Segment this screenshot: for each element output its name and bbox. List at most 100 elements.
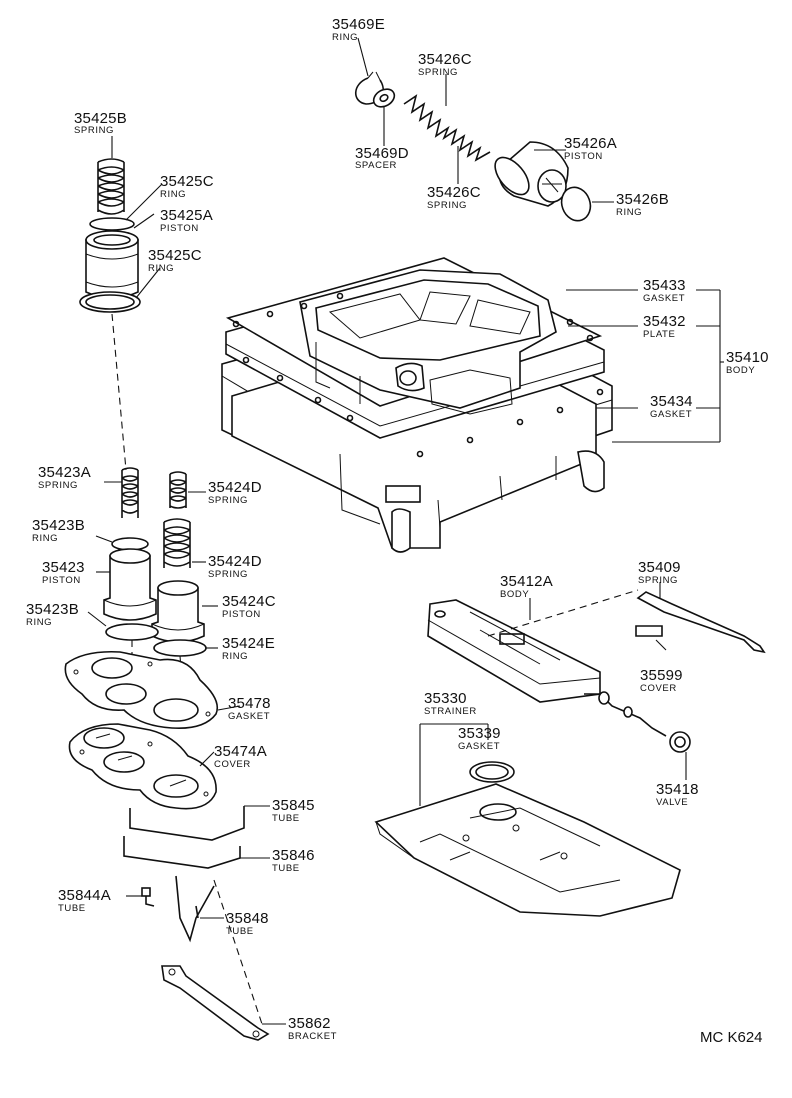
ring-35425C-upper bbox=[89, 217, 135, 231]
cover-35474A bbox=[68, 723, 217, 810]
spring-35425B bbox=[97, 158, 125, 215]
piston-35425A bbox=[85, 230, 139, 299]
spring-35423A bbox=[121, 467, 139, 518]
callout-35418-number: 35418 bbox=[656, 781, 699, 798]
cover-35599 bbox=[635, 625, 663, 637]
callout-35425C-name: RING bbox=[148, 263, 174, 274]
callout-35426C-name: SPRING bbox=[427, 200, 467, 211]
callout-35426B-name: RING bbox=[616, 207, 642, 218]
bracket-35862 bbox=[161, 965, 270, 1041]
callout-35423-number: 35423 bbox=[42, 559, 85, 576]
callout-35418-name: VALVE bbox=[656, 797, 688, 808]
callout-35862-name: BRACKET bbox=[288, 1031, 337, 1042]
callout-35846-name: TUBE bbox=[272, 863, 300, 874]
callout-35425A-name: PISTON bbox=[160, 223, 199, 234]
callout-35423-name: PISTON bbox=[42, 575, 81, 586]
callout-35426C-number: 35426C bbox=[418, 51, 472, 68]
callout-35423A-number: 35423A bbox=[38, 464, 91, 481]
dashed-guide bbox=[213, 879, 263, 1025]
callout-35410-number: 35410 bbox=[726, 349, 769, 366]
ring-35426B bbox=[560, 186, 592, 222]
callout-35423B-name: RING bbox=[26, 617, 52, 628]
tube-35845 bbox=[129, 806, 245, 841]
callout-35424D-number: 35424D bbox=[208, 479, 262, 496]
callout-35469D-name: SPACER bbox=[355, 160, 397, 171]
spring-35409 bbox=[636, 591, 766, 654]
callout-35423B-name: RING bbox=[32, 533, 58, 544]
callout-35424C-number: 35424C bbox=[222, 593, 276, 610]
callout-35423B-number: 35423B bbox=[26, 601, 79, 618]
gasket-35339 bbox=[469, 761, 515, 783]
callout-35410-name: BODY bbox=[726, 365, 755, 376]
tube-35848 bbox=[175, 875, 215, 943]
callout-35424C-name: PISTON bbox=[222, 609, 261, 620]
callout-35432-number: 35432 bbox=[643, 313, 686, 330]
strainer-35330 bbox=[374, 783, 681, 917]
piston-35424C bbox=[151, 580, 205, 643]
callout-35412A-number: 35412A bbox=[500, 573, 553, 590]
callout-35409-number: 35409 bbox=[638, 559, 681, 576]
callout-35433-number: 35433 bbox=[643, 277, 686, 294]
callout-35845-name: TUBE bbox=[272, 813, 300, 824]
callout-35844A-name: TUBE bbox=[58, 903, 86, 914]
body-35412A bbox=[427, 599, 601, 703]
valve-body-35410 bbox=[221, 257, 613, 553]
callout-35339-name: GASKET bbox=[458, 741, 500, 752]
callout-35469E-number: 35469E bbox=[332, 16, 385, 33]
callout-35432-name: PLATE bbox=[643, 329, 675, 340]
piston-35426A bbox=[494, 141, 569, 207]
callout-35426C-number: 35426C bbox=[427, 184, 481, 201]
callout-35434-name: GASKET bbox=[650, 409, 692, 420]
tube-35846 bbox=[123, 836, 241, 869]
callout-35426A-number: 35426A bbox=[564, 135, 617, 152]
callout-35330-name: STRAINER bbox=[424, 706, 477, 717]
callout-35474A-name: COVER bbox=[214, 759, 251, 770]
callout-35844A-number: 35844A bbox=[58, 887, 111, 904]
callout-35426B-number: 35426B bbox=[616, 191, 669, 208]
callout-35845-number: 35845 bbox=[272, 797, 315, 814]
callout-35469D-number: 35469D bbox=[355, 145, 409, 162]
callout-35474A-number: 35474A bbox=[214, 743, 267, 760]
callout-35434-number: 35434 bbox=[650, 393, 693, 410]
callout-35425A-number: 35425A bbox=[160, 207, 213, 224]
callout-35478-number: 35478 bbox=[228, 695, 271, 712]
ring-35424E bbox=[153, 639, 207, 657]
spring-35426C bbox=[403, 94, 491, 162]
callout-35423A-name: SPRING bbox=[38, 480, 78, 491]
callout-35425C-name: RING bbox=[160, 189, 186, 200]
callout-35426A-name: PISTON bbox=[564, 151, 603, 162]
callout-35425C-number: 35425C bbox=[148, 247, 202, 264]
valve-35418 bbox=[584, 691, 691, 753]
callout-35409-name: SPRING bbox=[638, 575, 678, 586]
callout-35423B-number: 35423B bbox=[32, 517, 85, 534]
spring-35424D-lower bbox=[163, 518, 191, 568]
gasket-35478 bbox=[64, 650, 219, 730]
callout-35424D-name: SPRING bbox=[208, 569, 248, 580]
callout-35599-name: COVER bbox=[640, 683, 677, 694]
callout-35424D-number: 35424D bbox=[208, 553, 262, 570]
dashed-guide-left bbox=[111, 313, 127, 471]
tube-35844A bbox=[141, 887, 155, 907]
callout-35433-name: GASKET bbox=[643, 293, 685, 304]
ring-35423B-lower bbox=[105, 623, 159, 641]
callout-35424E-name: RING bbox=[222, 651, 248, 662]
callout-35848-name: TUBE bbox=[226, 926, 254, 937]
callout-35424E-number: 35424E bbox=[222, 635, 275, 652]
callout-35469E-name: RING bbox=[332, 32, 358, 43]
callout-35424D-name: SPRING bbox=[208, 495, 248, 506]
callout-35425B-name: SPRING bbox=[74, 125, 114, 136]
callout-35846-number: 35846 bbox=[272, 847, 315, 864]
callout-35412A-name: BODY bbox=[500, 589, 529, 600]
callout-35478-name: GASKET bbox=[228, 711, 270, 722]
leader-lines bbox=[87, 37, 724, 1025]
callout-35339-number: 35339 bbox=[458, 725, 501, 742]
callout-35599-number: 35599 bbox=[640, 667, 683, 684]
spring-35424D-upper bbox=[169, 471, 187, 509]
callout-35330-number: 35330 bbox=[424, 690, 467, 707]
diagram-code: MC K624 bbox=[700, 1029, 763, 1046]
callout-35425B-number: 35425B bbox=[74, 110, 127, 127]
callout-35848-number: 35848 bbox=[226, 910, 269, 927]
spacer-35469D bbox=[372, 88, 396, 108]
